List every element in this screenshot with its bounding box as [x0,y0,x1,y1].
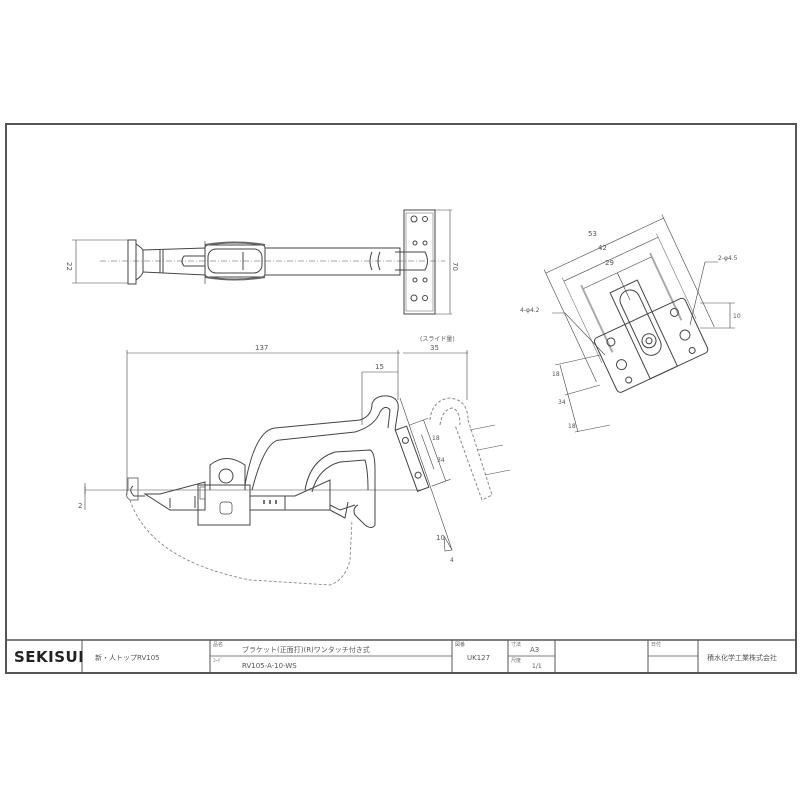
name-cell: 品名 ブラケット(正面打)(R)ワンタッチ付き式 [210,640,452,656]
dim-left-b: 34 [558,399,566,406]
date-label: 日付 [651,642,662,648]
drawing-frame [5,123,797,674]
dim-left-c: 18 [568,423,576,430]
dim-outer-width: 53 [588,230,597,238]
dim-angle: 10 [436,534,445,542]
name-value: ブラケット(正面打)(R)ワンタッチ付き式 [242,646,370,654]
scale-label: 尺度 [511,658,522,664]
bracket-view [543,214,735,433]
company-logo: SEKISUI [14,648,85,666]
top-view [72,209,452,315]
dim-top-left: 22 [65,262,73,271]
size-value: A3 [530,646,540,654]
scale-cell: 尺度 1/1 [508,656,555,673]
dim-slide: 35 [430,344,439,352]
dim-offset: 15 [375,363,384,371]
scale-value: 1/1 [532,663,542,670]
dim-mid-width: 42 [598,244,607,252]
name-label: 品名 [213,642,224,648]
product-name: 新・人トップRV105 [95,654,160,662]
size-label: 寸法 [511,642,522,648]
dim-overall-length: 137 [255,344,268,352]
date-cell: 日付 [648,640,698,656]
dim-hole-a: 18 [432,435,440,442]
code-cell: ｺｰﾄﾞ RV105-A-10-WS [210,656,452,673]
dim-right-small: 10 [733,313,741,320]
number-label: 図番 [455,642,466,648]
dim-holes-small: 2-φ4.5 [718,255,738,262]
size-cell: 寸法 A3 [508,640,555,656]
dim-inner-width: 29 [605,259,614,267]
dim-holes-large: 4-φ4.2 [520,307,540,314]
dim-left-a: 18 [552,371,560,378]
dim-small-left: 2 [78,502,82,510]
side-view [84,350,511,586]
code-value: RV105-A-10-WS [242,662,297,670]
dim-top-right: 70 [451,262,459,271]
dim-slide-label: (スライド量) [420,336,455,343]
dim-small-bottom: 4 [450,557,454,564]
title-block-grid [81,640,699,673]
number-value: UK127 [467,654,491,662]
company-name: 積水化学工業株式会社 [707,654,777,662]
dim-hole-b: 34 [437,457,445,464]
code-label: ｺｰﾄﾞ [213,658,224,664]
number-cell: 図番 UK127 [452,640,508,673]
